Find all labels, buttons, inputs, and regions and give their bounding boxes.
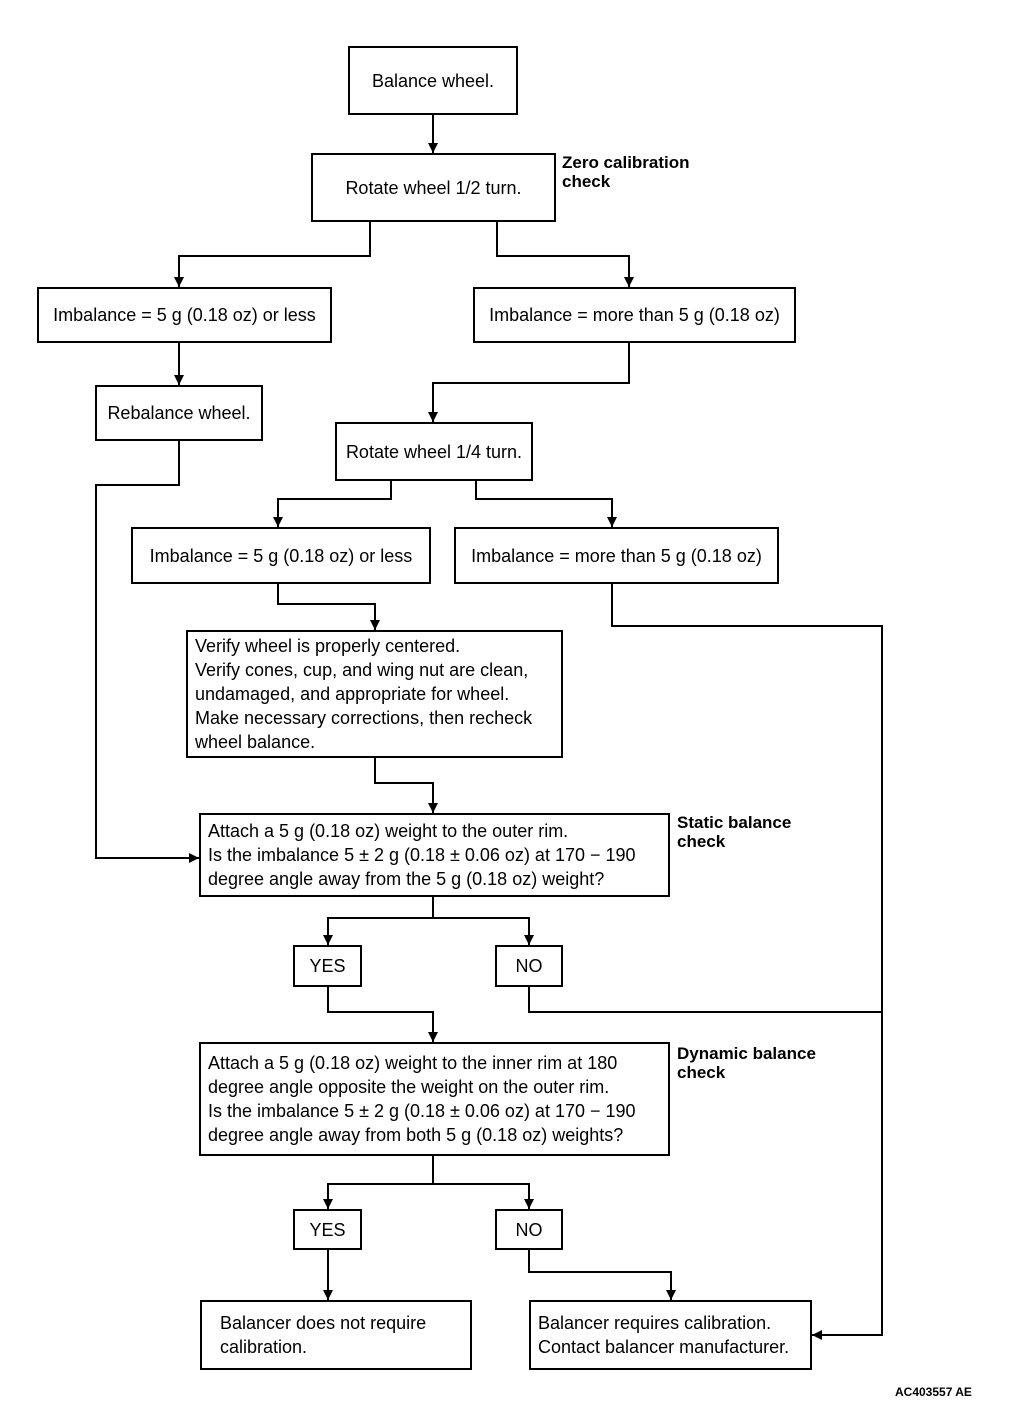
- requires-calibration-box: Balancer requires calibration. Contact b…: [529, 1300, 812, 1370]
- static-balance-label-line-1: Static balance: [677, 813, 792, 832]
- imbalance-less-box-2: Imbalance = 5 g (0.18 oz) or less: [131, 527, 431, 584]
- no-calibration-line-2: calibration.: [220, 1337, 308, 1357]
- static-question-line-3: degree angle away from the 5 g (0.18 oz)…: [208, 869, 605, 889]
- connector-imb-right-1-to-rotate-quarter: [428, 343, 630, 422]
- static-balance-check-label: Static balance check: [677, 813, 791, 851]
- no-box-1: NO: [495, 945, 563, 987]
- balance-wheel-text: Balance wheel.: [371, 70, 495, 91]
- no-calibration-line-1: Balancer does not require: [220, 1313, 427, 1333]
- yes-text-1: YES: [309, 956, 346, 976]
- verify-line-5: wheel balance.: [195, 732, 316, 752]
- zero-calibration-label-line-2: check: [562, 172, 611, 191]
- connector-static-to-no-1: [432, 897, 534, 945]
- no-box-2: NO: [495, 1209, 563, 1250]
- yes-box-2: YES: [293, 1209, 362, 1250]
- connector-rebalance-to-static: [95, 441, 199, 863]
- rebalance-wheel-text: Rebalance wheel.: [107, 403, 251, 423]
- no-text-2: NO: [515, 1219, 543, 1240]
- imbalance-more-box-2: Imbalance = more than 5 g (0.18 oz): [454, 527, 779, 584]
- connector-imb-left-2-to-verify: [277, 584, 380, 630]
- imbalance-more-text-2: Imbalance = more than 5 g (0.18 oz): [471, 545, 762, 566]
- connector-rotate-quarter-to-imb-right-2: [475, 481, 617, 527]
- connector-imb-right-2-to-requires-calibration: [611, 584, 883, 1340]
- imbalance-more-text-1: Imbalance = more than 5 g (0.18 oz): [489, 305, 780, 325]
- dynamic-question-line-4: degree angle away from both 5 g (0.18 oz…: [208, 1125, 624, 1145]
- imbalance-more-box-1: Imbalance = more than 5 g (0.18 oz): [473, 287, 796, 343]
- figure-id-label: AC403557 AE: [895, 1385, 972, 1399]
- zero-calibration-label-line-1: Zero calibration: [562, 153, 690, 172]
- requires-calibration-line-1: Balancer requires calibration.: [538, 1313, 772, 1333]
- dynamic-balance-label-line-2: check: [677, 1063, 726, 1082]
- rotate-half-turn-text: Rotate wheel 1/2 turn.: [345, 177, 522, 198]
- verify-line-1: Verify wheel is properly centered.: [195, 636, 461, 656]
- connector-rotate-half-to-imb-left-1: [174, 222, 371, 287]
- requires-calibration-line-2: Contact balancer manufacturer.: [538, 1337, 790, 1357]
- dynamic-balance-label-line-1: Dynamic balance: [677, 1044, 816, 1063]
- connector-yes-1-to-dynamic: [327, 987, 438, 1042]
- connector-rotate-half-to-imb-right-1: [496, 222, 634, 287]
- static-question-line-1: Attach a 5 g (0.18 oz) weight to the out…: [208, 821, 569, 841]
- no-text-1: NO: [515, 956, 543, 976]
- imbalance-less-text-2: Imbalance = 5 g (0.18 oz) or less: [149, 545, 413, 566]
- rebalance-wheel-box: Rebalance wheel.: [95, 385, 263, 441]
- static-question-line-2: Is the imbalance 5 ± 2 g (0.18 ± 0.06 oz…: [208, 845, 636, 865]
- rotate-quarter-turn-text: Rotate wheel 1/4 turn.: [345, 441, 523, 462]
- connector-rotate-quarter-to-imb-left-2: [273, 481, 392, 527]
- rotate-quarter-turn-box: Rotate wheel 1/4 turn.: [335, 422, 533, 481]
- yes-text-2: YES: [309, 1219, 346, 1240]
- verify-line-4: Make necessary corrections, then recheck: [195, 708, 533, 728]
- verify-line-3: undamaged, and appropriate for wheel.: [195, 684, 510, 704]
- connector-verify-to-static: [374, 758, 438, 813]
- yes-box-1: YES: [293, 945, 362, 987]
- dynamic-balance-question-box: Attach a 5 g (0.18 oz) weight to the inn…: [199, 1042, 670, 1156]
- connector-no-1-to-trunk: [528, 987, 882, 1013]
- connector-no-2-to-requires-calibration: [528, 1250, 676, 1300]
- verify-line-2: Verify cones, cup, and wing nut are clea…: [195, 660, 529, 680]
- zero-calibration-check-label: Zero calibration check: [562, 153, 690, 191]
- verify-centered-box: Verify wheel is properly centered. Verif…: [186, 630, 563, 758]
- balance-wheel-box: Balance wheel.: [348, 46, 518, 115]
- dynamic-question-line-1: Attach a 5 g (0.18 oz) weight to the inn…: [208, 1053, 618, 1073]
- dynamic-balance-check-label: Dynamic balance check: [677, 1044, 816, 1082]
- connector-dynamic-to-yes-2: [323, 1156, 434, 1209]
- static-balance-label-line-2: check: [677, 832, 726, 851]
- no-calibration-required-box: Balancer does not require calibration.: [200, 1300, 472, 1370]
- static-balance-question-box: Attach a 5 g (0.18 oz) weight to the out…: [199, 813, 670, 897]
- imbalance-less-box-1: Imbalance = 5 g (0.18 oz) or less: [37, 287, 332, 343]
- rotate-half-turn-box: Rotate wheel 1/2 turn.: [311, 153, 556, 222]
- dynamic-question-line-3: Is the imbalance 5 ± 2 g (0.18 ± 0.06 oz…: [208, 1101, 636, 1121]
- dynamic-question-line-2: degree angle opposite the weight on the …: [208, 1077, 610, 1097]
- connector-dynamic-to-no-2: [432, 1156, 534, 1209]
- imbalance-less-text-1: Imbalance = 5 g (0.18 oz) or less: [53, 305, 316, 325]
- connector-static-to-yes-1: [323, 897, 434, 945]
